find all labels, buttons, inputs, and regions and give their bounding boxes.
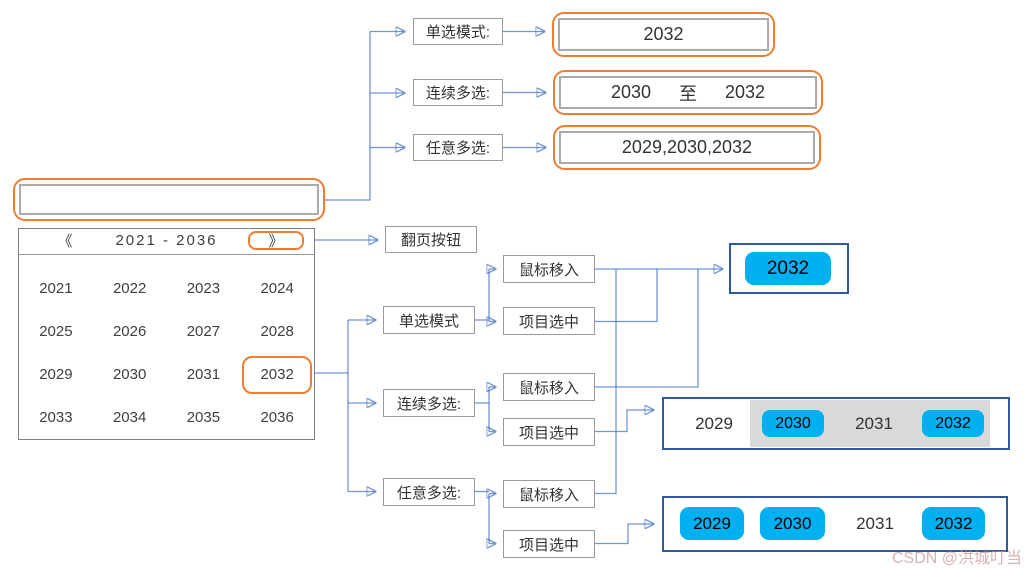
- year-cell[interactable]: 2035: [186, 409, 221, 426]
- multi-selected-preview: 2029 2030 2031 2032: [662, 496, 1008, 552]
- range-year-pill: 2032: [922, 410, 984, 437]
- single-result-box: 2032: [552, 12, 775, 57]
- year-range-label: 2021 - 2036: [115, 232, 218, 249]
- range-result-to: 2032: [725, 82, 766, 102]
- range-year-pill: 2030: [762, 410, 824, 437]
- pager-button-label: 翻页按钮: [385, 226, 477, 253]
- prev-page-icon[interactable]: 《: [57, 233, 73, 250]
- flow-multi-mode-node: 任意多选:: [383, 478, 475, 506]
- range-mode-label: 连续多选:: [413, 79, 503, 106]
- year-cell[interactable]: 2024: [260, 280, 294, 297]
- single-result-value: 2032: [558, 18, 769, 51]
- year-cell[interactable]: 2034: [112, 409, 147, 426]
- year-cell[interactable]: 2030: [112, 366, 147, 383]
- year-picker-header: 《 2021 - 2036 》: [19, 229, 314, 255]
- year-cell[interactable]: 2021: [39, 280, 73, 297]
- year-grid: 2021 2022 2023 2024 2025 2026 2027 2028 …: [19, 255, 314, 439]
- single-selected-preview: 2032: [729, 243, 849, 294]
- multi-result-value: 2029,2030,2032: [559, 131, 815, 164]
- multi-year-plain: 2031: [856, 514, 894, 533]
- single-mode-label: 单选模式:: [413, 18, 503, 45]
- year-cell[interactable]: 2029: [39, 366, 73, 383]
- flow-select-node-range: 项目选中: [503, 418, 595, 446]
- year-picker-panel: 《 2021 - 2036 》 2021 2022 2023 2024 2025…: [18, 228, 315, 440]
- range-result-separator: 至: [679, 83, 697, 104]
- year-cell[interactable]: 2033: [39, 409, 73, 426]
- flow-range-mode-node: 连续多选:: [383, 389, 475, 417]
- flow-hover-node-range: 鼠标移入: [503, 373, 595, 401]
- year-cell[interactable]: 2025: [39, 323, 73, 340]
- selected-year-cell[interactable]: 2032: [242, 355, 313, 394]
- year-cell[interactable]: 2031: [186, 366, 221, 383]
- multi-result-box: 2029,2030,2032: [553, 125, 821, 170]
- flow-single-mode-node: 单选模式: [383, 306, 475, 334]
- range-result-box: 2030 至 2032: [553, 70, 823, 115]
- selected-year-value: 2032: [260, 366, 294, 383]
- flow-select-node-multi: 项目选中: [503, 530, 595, 558]
- range-selected-preview: 2029 2030 2031 2032: [662, 397, 1010, 450]
- selected-year-pill: 2032: [745, 252, 831, 285]
- year-cell[interactable]: 2036: [260, 409, 294, 426]
- year-cell[interactable]: 2027: [186, 323, 221, 340]
- range-year-plain: 2031: [855, 413, 893, 433]
- flow-hover-node-single: 鼠标移入: [503, 255, 595, 283]
- year-cell[interactable]: 2028: [260, 323, 294, 340]
- range-year-plain: 2029: [695, 413, 733, 433]
- multi-year-pill: 2032: [922, 507, 985, 540]
- watermark: CSDN @洪城叮当: [891, 550, 1022, 567]
- year-cell[interactable]: 2026: [112, 323, 147, 340]
- year-input[interactable]: [13, 178, 325, 221]
- multi-mode-label: 任意多选:: [413, 134, 503, 161]
- year-cell[interactable]: 2023: [186, 280, 221, 297]
- range-result-from: 2030: [610, 82, 651, 102]
- year-cell[interactable]: 2022: [112, 280, 147, 297]
- next-page-icon[interactable]: 》: [248, 231, 304, 250]
- flow-select-node-single: 项目选中: [503, 307, 595, 335]
- flow-hover-node-multi: 鼠标移入: [503, 480, 595, 508]
- multi-year-pill: 2029: [680, 507, 744, 540]
- year-input-value: [19, 184, 319, 215]
- multi-year-pill: 2030: [760, 507, 825, 540]
